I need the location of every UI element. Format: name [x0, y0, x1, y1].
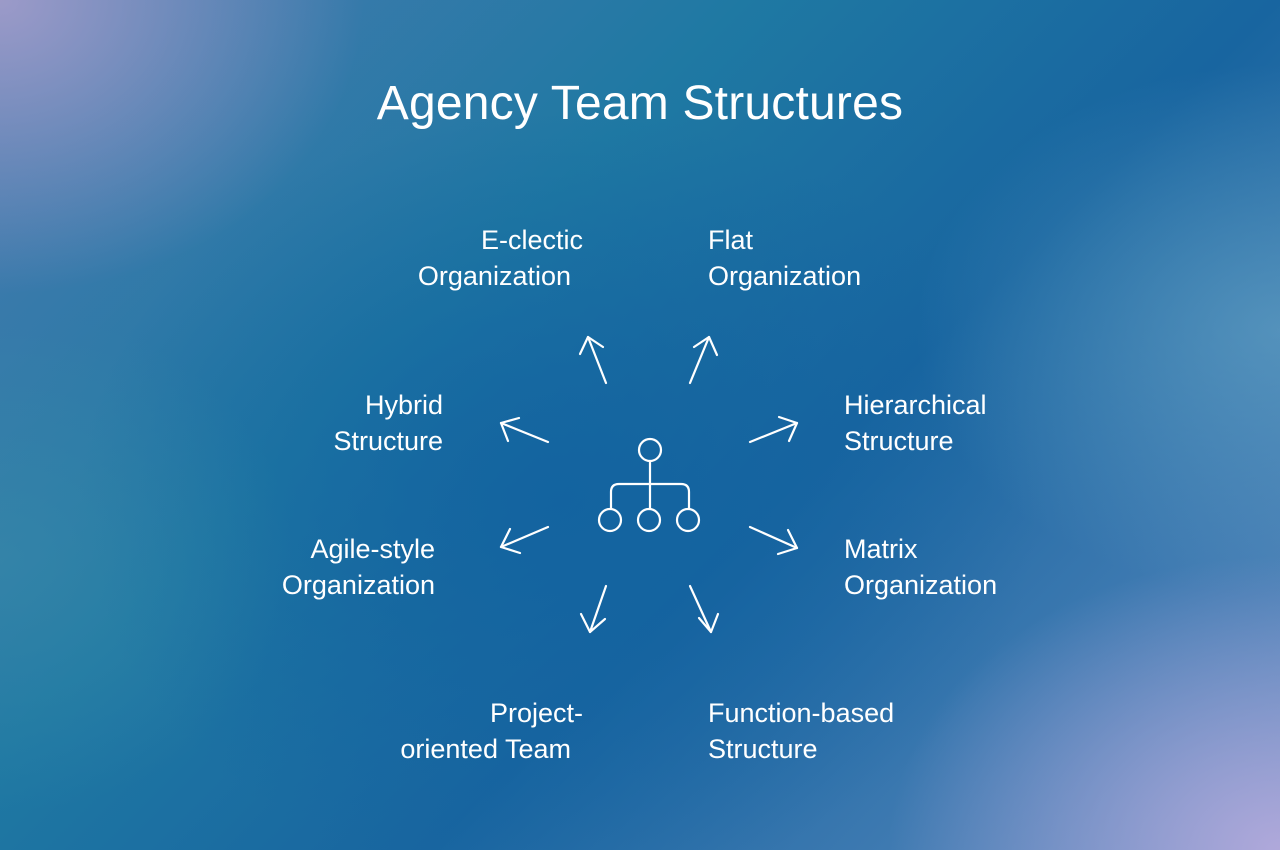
- node-function-line2: Structure: [708, 734, 818, 764]
- node-matrix-line1: Matrix: [844, 534, 918, 564]
- arrow-to-flat: [688, 335, 719, 385]
- arrow-to-matrix: [748, 525, 799, 556]
- node-matrix: Matrix Organization: [844, 531, 997, 603]
- node-eclectic-line2: Organization: [417, 261, 571, 291]
- node-matrix-line2: Organization: [844, 570, 998, 600]
- node-hybrid-line1: Hybrid: [364, 390, 443, 420]
- node-flat: Flat Organization: [708, 222, 861, 294]
- node-eclectic-line1: E-clectic: [480, 225, 583, 255]
- arrow-to-hybrid: [499, 416, 550, 444]
- arrow-to-project: [579, 584, 608, 634]
- arrow-to-eclectic: [578, 335, 608, 385]
- diagram-title: Agency Team Structures: [376, 77, 904, 130]
- node-function-line1: Function-based: [708, 698, 895, 728]
- node-project: Project- oriented Team: [400, 695, 583, 767]
- node-agile-line1: Agile-style: [310, 534, 435, 564]
- node-flat-line1: Flat: [708, 225, 754, 255]
- node-function: Function-based Structure: [708, 695, 894, 767]
- node-flat-line2: Organization: [708, 261, 862, 291]
- node-hybrid-line2: Structure: [333, 426, 443, 456]
- node-hierarchical-line2: Structure: [844, 426, 954, 456]
- node-agile-line2: Organization: [281, 570, 435, 600]
- node-hybrid: Hybrid Structure: [333, 387, 443, 459]
- node-agile: Agile-style Organization: [282, 531, 435, 603]
- arrow-to-agile: [499, 525, 550, 555]
- node-hierarchical-line1: Hierarchical: [844, 390, 987, 420]
- arrow-to-function: [688, 584, 720, 634]
- arrow-to-hierarchical: [748, 415, 799, 444]
- node-project-line1: Project-: [489, 698, 583, 728]
- node-hierarchical: Hierarchical Structure: [844, 387, 987, 459]
- org-chart-icon: [597, 437, 701, 533]
- node-project-line2: oriented Team: [400, 734, 571, 764]
- node-eclectic: E-clectic Organization: [418, 222, 583, 294]
